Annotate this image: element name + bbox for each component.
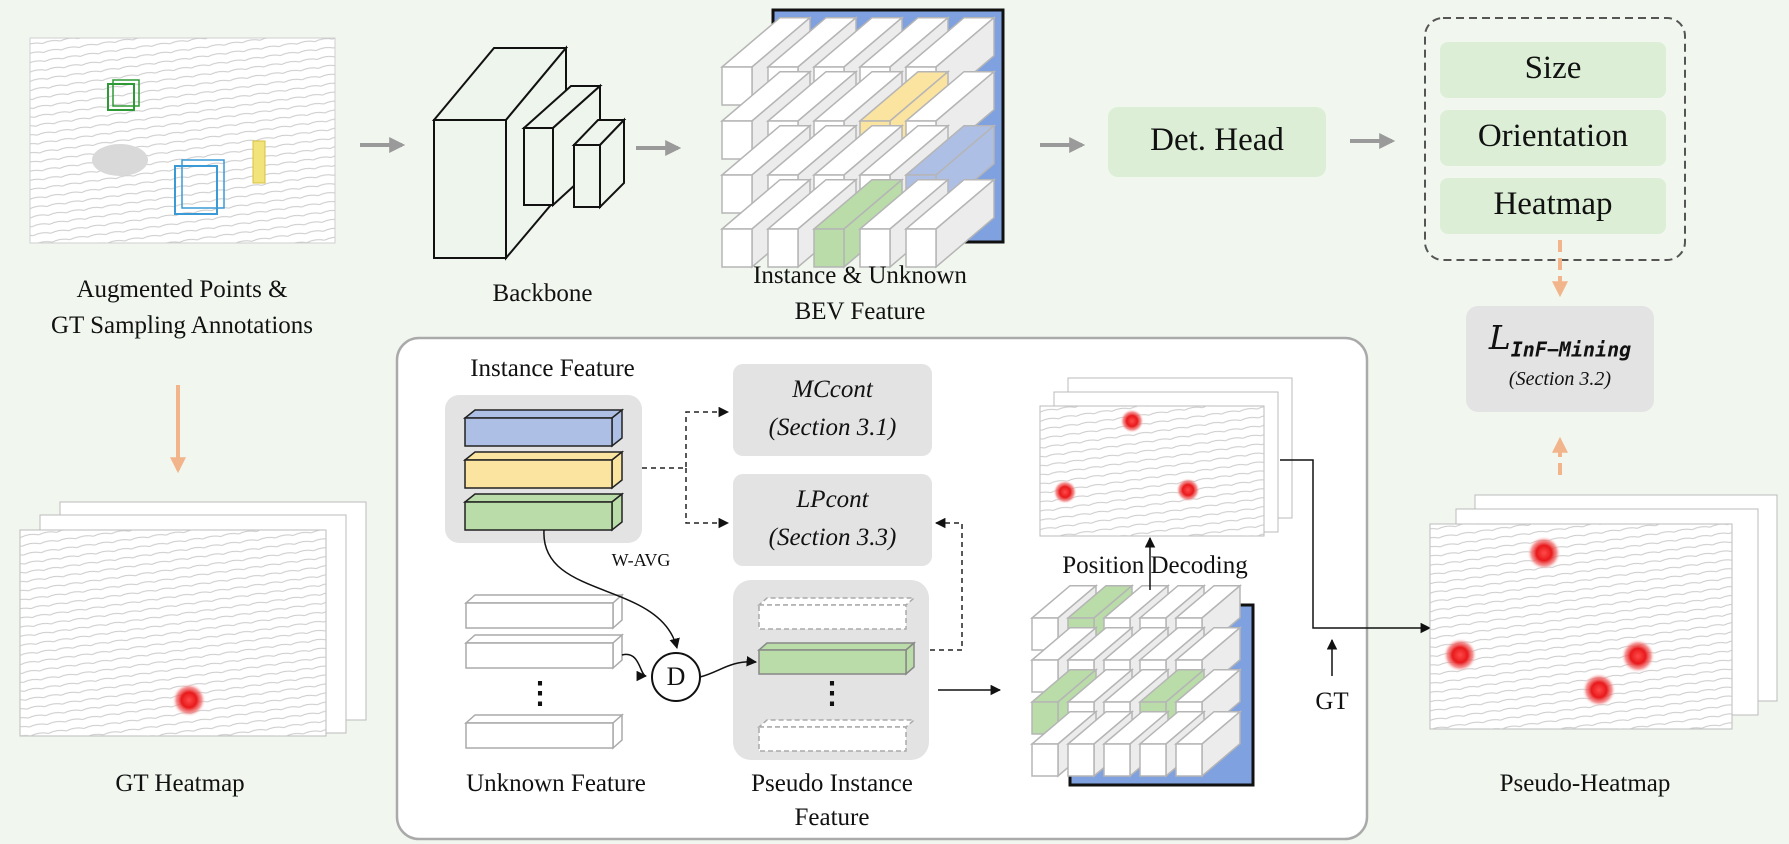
pseudo-dots: ⋮ <box>817 677 847 710</box>
pseudo-instance-bars <box>757 597 916 752</box>
wavg-curve <box>543 529 680 650</box>
pseudo-heatmap-label: Pseudo-Heatmap <box>1499 770 1671 797</box>
det-head-box <box>1108 107 1326 177</box>
pseudo-instance-label-2: Feature <box>794 804 870 831</box>
lpcont-section: (Section 3.3) <box>768 524 897 551</box>
d-label: D <box>666 662 686 691</box>
loss-section: (Section 3.2) <box>1508 368 1612 390</box>
lpcont-box <box>733 474 932 566</box>
orientation-label: Orientation <box>1477 118 1629 154</box>
size-label: Size <box>1524 50 1582 86</box>
unknown-feature-label: Unknown Feature <box>466 770 646 797</box>
pseudo-heatmap-stack <box>1429 494 1778 730</box>
outputs-container <box>1424 17 1686 261</box>
unknown-dots: ⋮ <box>525 677 555 710</box>
augmented-points-image <box>29 37 336 244</box>
orientation-box <box>1440 110 1666 166</box>
gt-heatmap-label: GT Heatmap <box>115 770 245 797</box>
bev-label-1: Instance & Unknown <box>753 262 967 289</box>
loss-box <box>1466 306 1654 412</box>
augmented-label-2: GT Sampling Annotations <box>50 312 314 339</box>
gt-label: GT <box>1315 688 1349 715</box>
mccont-section: (Section 3.1) <box>768 414 897 441</box>
pseudo-instance-label-1: Pseudo Instance <box>751 770 913 797</box>
det-head-label: Det. Head <box>1150 122 1284 158</box>
unknown-to-d-curve <box>621 653 648 682</box>
bev-label-2: BEV Feature <box>794 298 926 325</box>
augmented-label-1: Augmented Points & <box>76 276 288 303</box>
bev-grid-icon <box>719 8 1005 269</box>
instance-feature-label: Instance Feature <box>470 355 635 382</box>
position-decoding-stack <box>1039 377 1293 537</box>
backbone-blocks-icon <box>431 45 627 261</box>
d-to-pseudo-curve <box>699 656 758 678</box>
mccont-box <box>733 364 932 456</box>
dashed-arrows-instance <box>642 406 963 651</box>
lpcont-label: LPcont <box>796 486 869 513</box>
backbone-label: Backbone <box>492 280 593 307</box>
loss-subscript: InF−Mining <box>1510 337 1632 362</box>
position-decoding-label: Position Decoding <box>1062 552 1248 579</box>
mccont-label: MCcont <box>792 376 873 403</box>
arrow-position-to-pseudo <box>1280 459 1432 634</box>
unknown-feature-bars <box>464 593 624 750</box>
wavg-label: W-AVG <box>611 550 671 570</box>
size-box <box>1440 42 1666 98</box>
heatmap-label: Heatmap <box>1493 186 1613 222</box>
gt-heatmap-stack <box>19 501 367 737</box>
heatmap-box <box>1440 178 1666 234</box>
loss-label: LInF−Mining <box>1466 318 1654 362</box>
instance-feature-bars <box>462 408 625 532</box>
loss-main: L <box>1488 318 1511 357</box>
bottom-bev-grid-icon <box>1029 584 1255 787</box>
gt-heat-dot <box>172 683 206 717</box>
